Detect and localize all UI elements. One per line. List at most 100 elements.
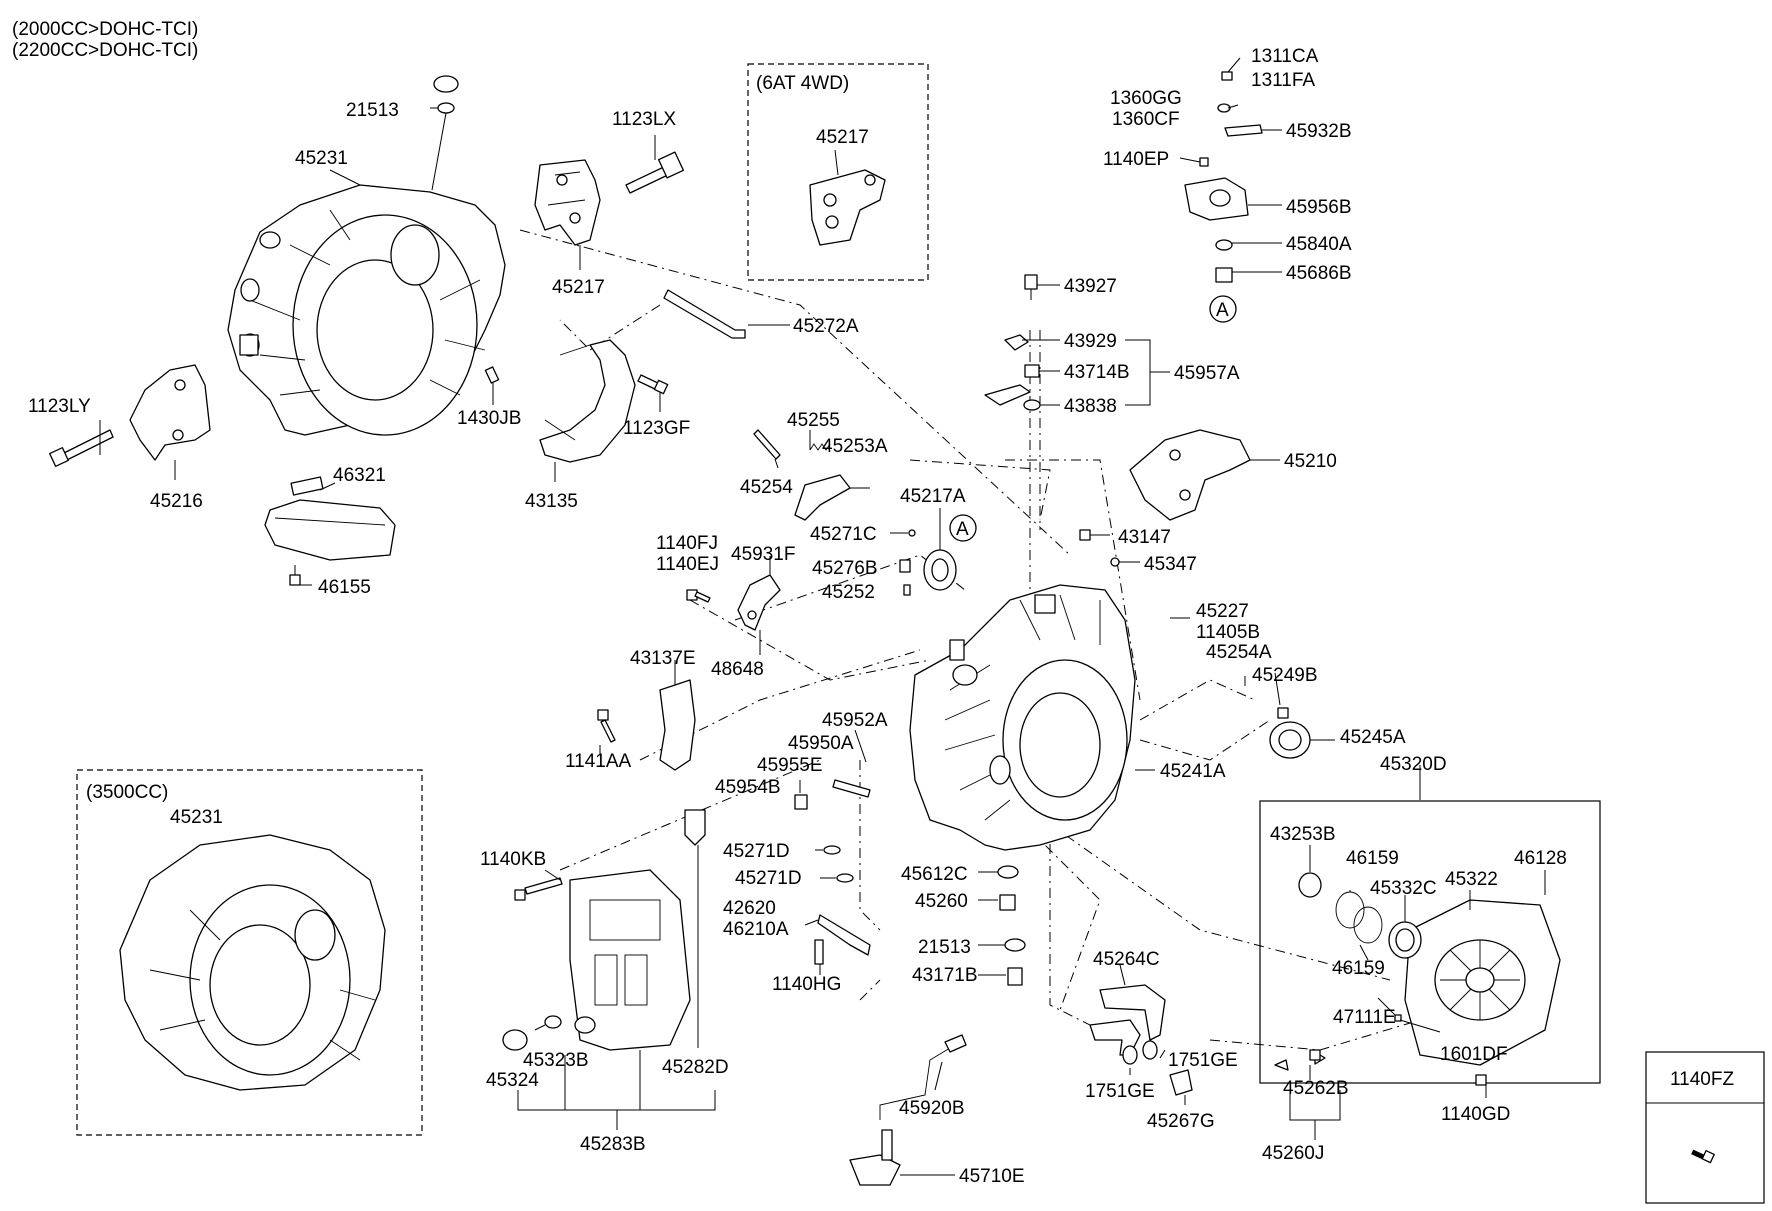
label-45612c: 45612C: [901, 864, 968, 885]
label-1123gf: 1123GF: [623, 418, 690, 439]
label-43927: 43927: [1064, 276, 1117, 297]
label-1140kb: 1140KB: [480, 849, 546, 870]
plug-21513-top: [431, 75, 459, 191]
callout-a-top: A: [1216, 300, 1229, 321]
label-45272a: 45272A: [793, 316, 859, 337]
group-label-6at-4wd: (6AT 4WD): [756, 73, 849, 94]
pin-45255: [753, 429, 831, 460]
inhibitor-switch-45956b: [1184, 71, 1263, 283]
label-21513-top: 21513: [346, 100, 399, 121]
label-45276b: 45276B: [812, 558, 878, 579]
label-45686b: 45686B: [1286, 263, 1352, 284]
bolt-1140kb: [514, 877, 563, 901]
fasteners-lower-right: [1274, 1014, 1487, 1086]
group-box-6at-4wd: [747, 63, 929, 281]
cover-45322: [1404, 899, 1561, 1066]
label-45249b: 45249B: [1252, 665, 1318, 686]
seals-45320d-group: [1298, 872, 1422, 959]
label-45932b: 45932B: [1286, 121, 1352, 142]
label-46210a: 46210A: [723, 919, 789, 940]
legend-bolt-icon: [1691, 1149, 1715, 1164]
label-45323b: 45323B: [523, 1050, 589, 1071]
group-box-45320d: [1259, 800, 1601, 1084]
callout-a-mid-circle: [949, 514, 977, 542]
bolt-46155: [289, 565, 301, 586]
label-46155: 46155: [318, 577, 371, 598]
mount-45217-6at: [809, 169, 886, 246]
label-45956b: 45956B: [1286, 197, 1352, 218]
leader-lines: [99, 57, 1546, 1176]
label-1601df: 1601DF: [1440, 1044, 1508, 1065]
label-45320d: 45320D: [1380, 754, 1447, 775]
label-45241a: 45241A: [1160, 761, 1226, 782]
label-45332c: 45332C: [1370, 878, 1437, 899]
label-42620: 42620: [723, 898, 776, 919]
label-46159-a: 46159: [1346, 848, 1399, 869]
label-1141aa: 1141AA: [565, 751, 632, 772]
label-45347: 45347: [1144, 554, 1197, 575]
part-labels: 1311CA 1311FA 1360GG 1360CF 45932B 1140E…: [28, 46, 1567, 1187]
label-45254a: 45254A: [1206, 642, 1272, 663]
hoses-45264c: [1089, 984, 1166, 1065]
label-45216: 45216: [150, 491, 203, 512]
label-43171b: 43171B: [912, 965, 978, 986]
bellhousing-45231-3500cc: [119, 834, 386, 1091]
cover-43137e: [659, 679, 696, 771]
label-45283b: 45283B: [580, 1134, 646, 1155]
label-45231-top: 45231: [295, 148, 348, 169]
label-1751ge-a: 1751GE: [1168, 1050, 1238, 1071]
label-45950a: 45950A: [788, 733, 854, 754]
bracket-46210a: [814, 914, 871, 965]
label-45271d-b: 45271D: [735, 868, 802, 889]
label-45952a: 45952A: [822, 710, 888, 731]
strainer-46321: [264, 476, 396, 561]
seal-45217a: [923, 549, 957, 591]
bellhousing-45231: [227, 184, 506, 436]
legend-box: [1645, 1051, 1765, 1204]
bolt-1123gf: [637, 374, 669, 395]
label-45840a: 45840A: [1286, 234, 1352, 255]
bracket-45931f: [737, 574, 781, 631]
bracket-45272a: [663, 289, 746, 339]
label-47111e: 47111E: [1333, 1007, 1396, 1028]
bolt-1123ly: [49, 429, 114, 467]
label-1123lx: 1123LX: [612, 109, 676, 130]
label-1311fa: 1311FA: [1251, 70, 1315, 91]
label-45262b: 45262B: [1283, 1078, 1349, 1099]
label-45260: 45260: [915, 891, 968, 912]
label-43135: 43135: [525, 491, 578, 512]
label-1430jb: 1430JB: [457, 408, 521, 429]
sensor-45710e: [849, 1129, 901, 1186]
orings-45271d: [823, 845, 854, 883]
lever-45253a: [794, 474, 851, 521]
engine-spec-line-2: (2200CC>DOHC-TCI): [12, 40, 198, 61]
label-46321: 46321: [333, 465, 386, 486]
sensor-45920b: [879, 1034, 967, 1120]
label-45920b: 45920B: [899, 1098, 965, 1119]
label-45324: 45324: [486, 1070, 539, 1091]
legend-part-number: 1140FZ: [1670, 1069, 1734, 1090]
group-label-3500cc: (3500CC): [86, 782, 168, 803]
label-45260j: 45260J: [1262, 1143, 1324, 1164]
label-43137e: 43137E: [630, 648, 696, 669]
plate-45955e: [794, 779, 871, 810]
label-45955e: 45955E: [757, 755, 823, 776]
shield-43135: [539, 339, 636, 463]
label-1140ep: 1140EP: [1103, 149, 1169, 170]
label-45264c: 45264C: [1093, 949, 1160, 970]
label-45271c: 45271C: [810, 524, 877, 545]
label-45710e: 45710E: [959, 1166, 1025, 1187]
label-45217-main: 45217: [552, 277, 605, 298]
label-1140hg: 1140HG: [772, 974, 841, 995]
label-1140fj: 1140FJ: [656, 533, 718, 554]
label-45282d: 45282D: [662, 1057, 729, 1078]
transaxle-case-45241a: [909, 584, 1136, 851]
label-43253b: 43253B: [1270, 824, 1336, 845]
shift-assembly-45957a: [984, 274, 1041, 411]
label-43147: 43147: [1118, 527, 1171, 548]
label-45267g: 45267G: [1147, 1111, 1215, 1132]
bolt-1123lx: [625, 151, 685, 194]
label-43714b: 43714B: [1064, 362, 1130, 383]
label-1360cf: 1360CF: [1112, 109, 1180, 130]
pin-1430jb: [484, 366, 500, 384]
